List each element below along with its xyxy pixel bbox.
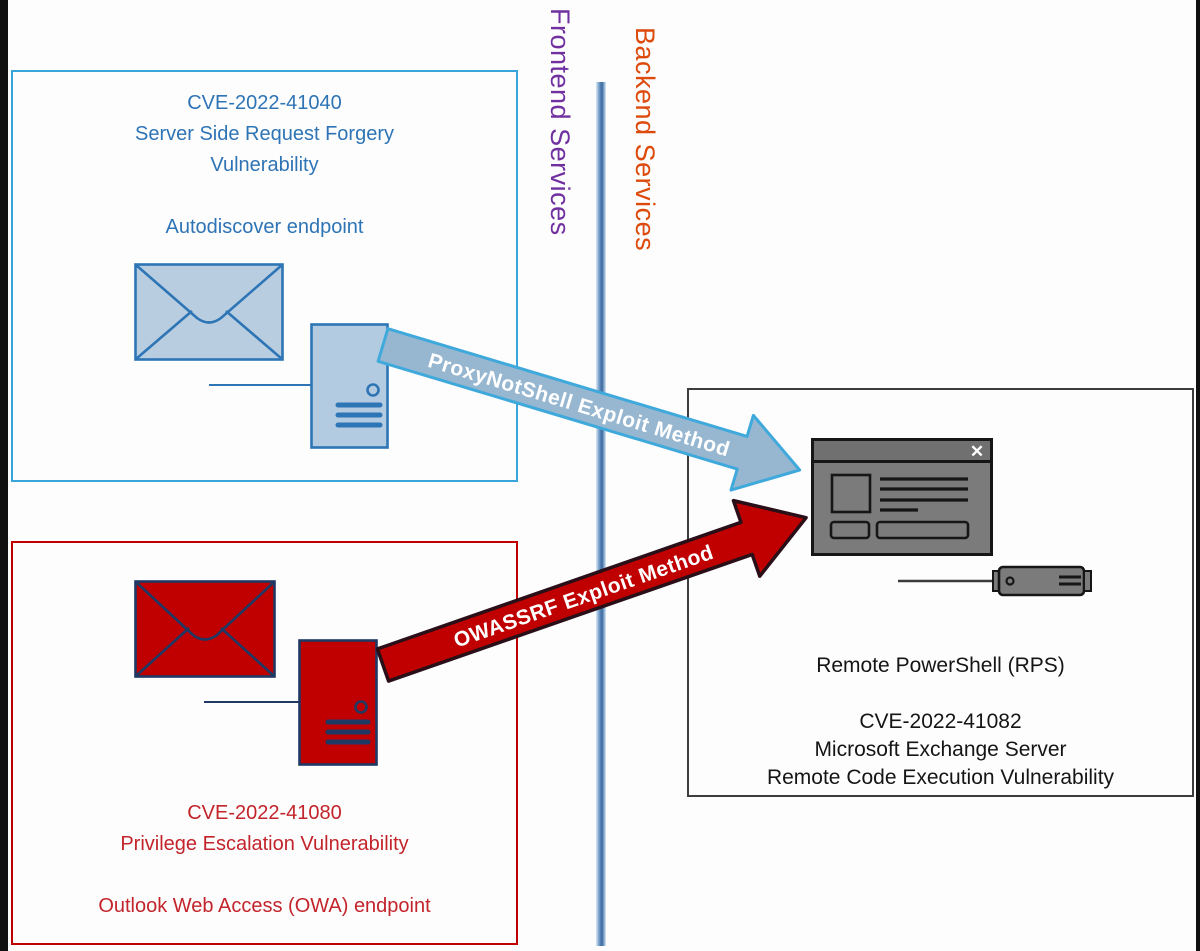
window-icon: ✕ <box>811 438 993 556</box>
owa-box-text: CVE-2022-41080 Privilege Escalation Vuln… <box>11 798 518 922</box>
owa-vulnerability-box <box>11 541 518 945</box>
left-edge-strip <box>0 0 8 951</box>
remote-powershell-label: Remote PowerShell (RPS) <box>816 654 1065 677</box>
frontend-backend-divider-line <box>596 82 606 946</box>
envelope-icon <box>134 580 276 678</box>
autodiscover-endpoint-label: Autodiscover endpoint <box>165 216 364 238</box>
frontend-services-label: Frontend Services <box>545 8 575 236</box>
autodiscover-box-text: CVE-2022-41040 Server Side Request Forge… <box>11 88 518 243</box>
server-icon <box>298 639 378 766</box>
owa-endpoint-label: Outlook Web Access (OWA) endpoint <box>98 895 431 917</box>
rce-vulnerability-label: Remote Code Execution Vulnerability <box>766 766 1115 789</box>
ssrf-vuln-line2: Vulnerability <box>210 154 319 176</box>
window-close-icon: ✕ <box>970 442 984 461</box>
envelope-server-connector <box>209 384 311 386</box>
backend-services-label: Backend Services <box>630 27 660 252</box>
usb-device-icon <box>898 565 1092 597</box>
right-edge-strip <box>1196 0 1200 951</box>
cve-41080-label: CVE-2022-41080 <box>187 802 342 824</box>
exchange-server-label: Microsoft Exchange Server <box>814 738 1067 761</box>
cve-41040-label: CVE-2022-41040 <box>187 92 342 114</box>
envelope-icon <box>134 263 284 361</box>
backend-box-text: Remote PowerShell (RPS) CVE-2022-41082 M… <box>687 652 1194 792</box>
ssrf-vuln-line1: Server Side Request Forgery <box>134 123 394 145</box>
envelope-server-connector <box>204 701 299 703</box>
autodiscover-vulnerability-box <box>11 70 518 482</box>
server-icon <box>310 323 389 449</box>
privilege-escalation-label: Privilege Escalation Vulnerability <box>120 833 409 855</box>
cve-41082-label: CVE-2022-41082 <box>859 710 1022 733</box>
